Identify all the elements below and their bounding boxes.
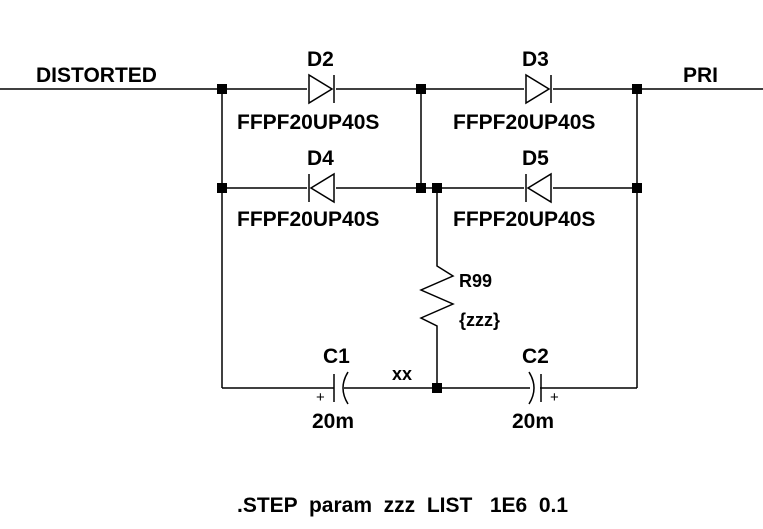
diode-d4[interactable]	[308, 172, 335, 204]
spice-directive[interactable]: .STEP param zzz LIST 1E6 0.1	[237, 494, 568, 517]
capacitor-c2[interactable]	[528, 371, 542, 405]
capacitor-c2-polarity: +	[550, 389, 559, 406]
capacitor-c1-ref: C1	[323, 345, 350, 368]
diode-d3-model: FFPF20UP40S	[453, 111, 595, 134]
resistor-r99-ref: R99	[459, 271, 492, 291]
diode-d3[interactable]	[525, 73, 552, 105]
junction-dot	[432, 183, 442, 193]
diode-d4-ref: D4	[307, 147, 334, 170]
diode-d2[interactable]	[308, 73, 335, 105]
capacitor-c1[interactable]	[333, 371, 349, 405]
junction-dot	[217, 183, 227, 193]
capacitor-c2-value: 20m	[512, 410, 554, 433]
capacitor-c1-value: 20m	[312, 410, 354, 433]
capacitor-c2-ref: C2	[522, 345, 549, 368]
junctions	[217, 84, 642, 393]
net-label-input: DISTORTED	[36, 64, 157, 87]
diode-d5-ref: D5	[522, 147, 549, 170]
diode-d5[interactable]	[525, 172, 552, 204]
capacitor-c1-polarity: +	[316, 389, 325, 406]
junction-dot	[416, 84, 426, 94]
diode-d2-model: FFPF20UP40S	[237, 111, 379, 134]
diode-d4-model: FFPF20UP40S	[237, 208, 379, 231]
junction-dot	[432, 383, 442, 393]
net-label-mid: xx	[392, 364, 412, 384]
wires	[0, 88, 763, 389]
resistor-r99[interactable]	[419, 262, 455, 334]
resistor-r99-value: {zzz}	[459, 310, 500, 330]
net-label-output: PRI	[683, 64, 718, 87]
diode-d3-ref: D3	[522, 48, 549, 71]
junction-dot	[632, 183, 642, 193]
diode-d5-model: FFPF20UP40S	[453, 208, 595, 231]
junction-dot	[632, 84, 642, 94]
junction-dot	[217, 84, 227, 94]
diode-d2-ref: D2	[307, 48, 334, 71]
junction-dot	[416, 183, 426, 193]
